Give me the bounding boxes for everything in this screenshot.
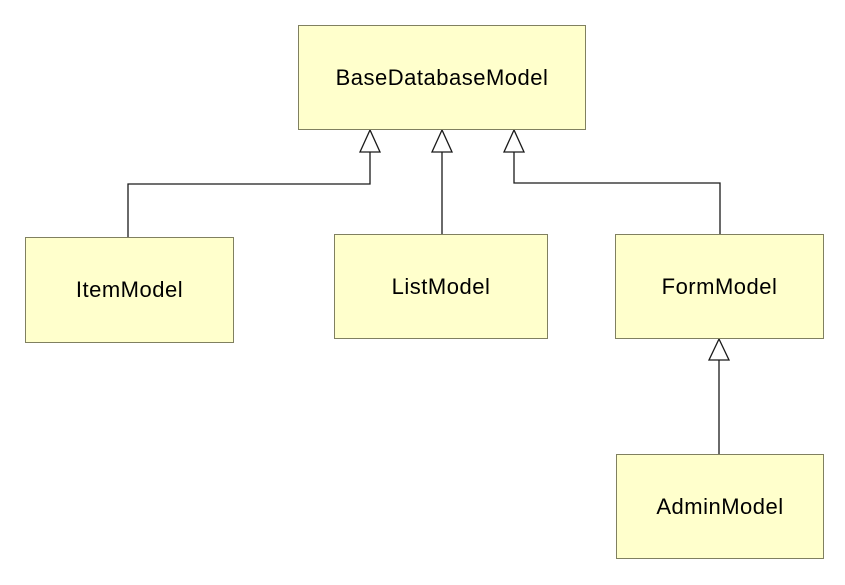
hollow-triangle-arrowhead-icon: [707, 337, 731, 361]
inheritance-arrow-formmodel-to-basedatabasemodel: [502, 128, 721, 234]
hollow-triangle-arrowhead-icon: [358, 128, 382, 153]
class-name-label: AdminModel: [656, 493, 784, 519]
class-box-listmodel: ListModel: [334, 234, 548, 339]
hollow-triangle-arrowhead-icon: [430, 128, 454, 153]
hollow-triangle-arrowhead-icon: [502, 128, 526, 153]
inheritance-arrow-itemmodel-to-basedatabasemodel: [127, 128, 382, 237]
class-name-label: BaseDatabaseModel: [335, 64, 549, 90]
class-box-formmodel: FormModel: [615, 234, 824, 339]
class-box-basedatabasemodel: BaseDatabaseModel: [298, 25, 586, 130]
class-name-label: ItemModel: [75, 277, 184, 302]
class-name-label: FormModel: [661, 273, 778, 299]
class-box-adminmodel: AdminModel: [616, 454, 824, 559]
inheritance-arrow-adminmodel-to-formmodel: [707, 337, 731, 454]
class-name-label: ListModel: [391, 273, 491, 299]
inheritance-arrow-listmodel-to-basedatabasemodel: [430, 128, 454, 234]
class-box-itemmodel: ItemModel: [25, 237, 234, 343]
